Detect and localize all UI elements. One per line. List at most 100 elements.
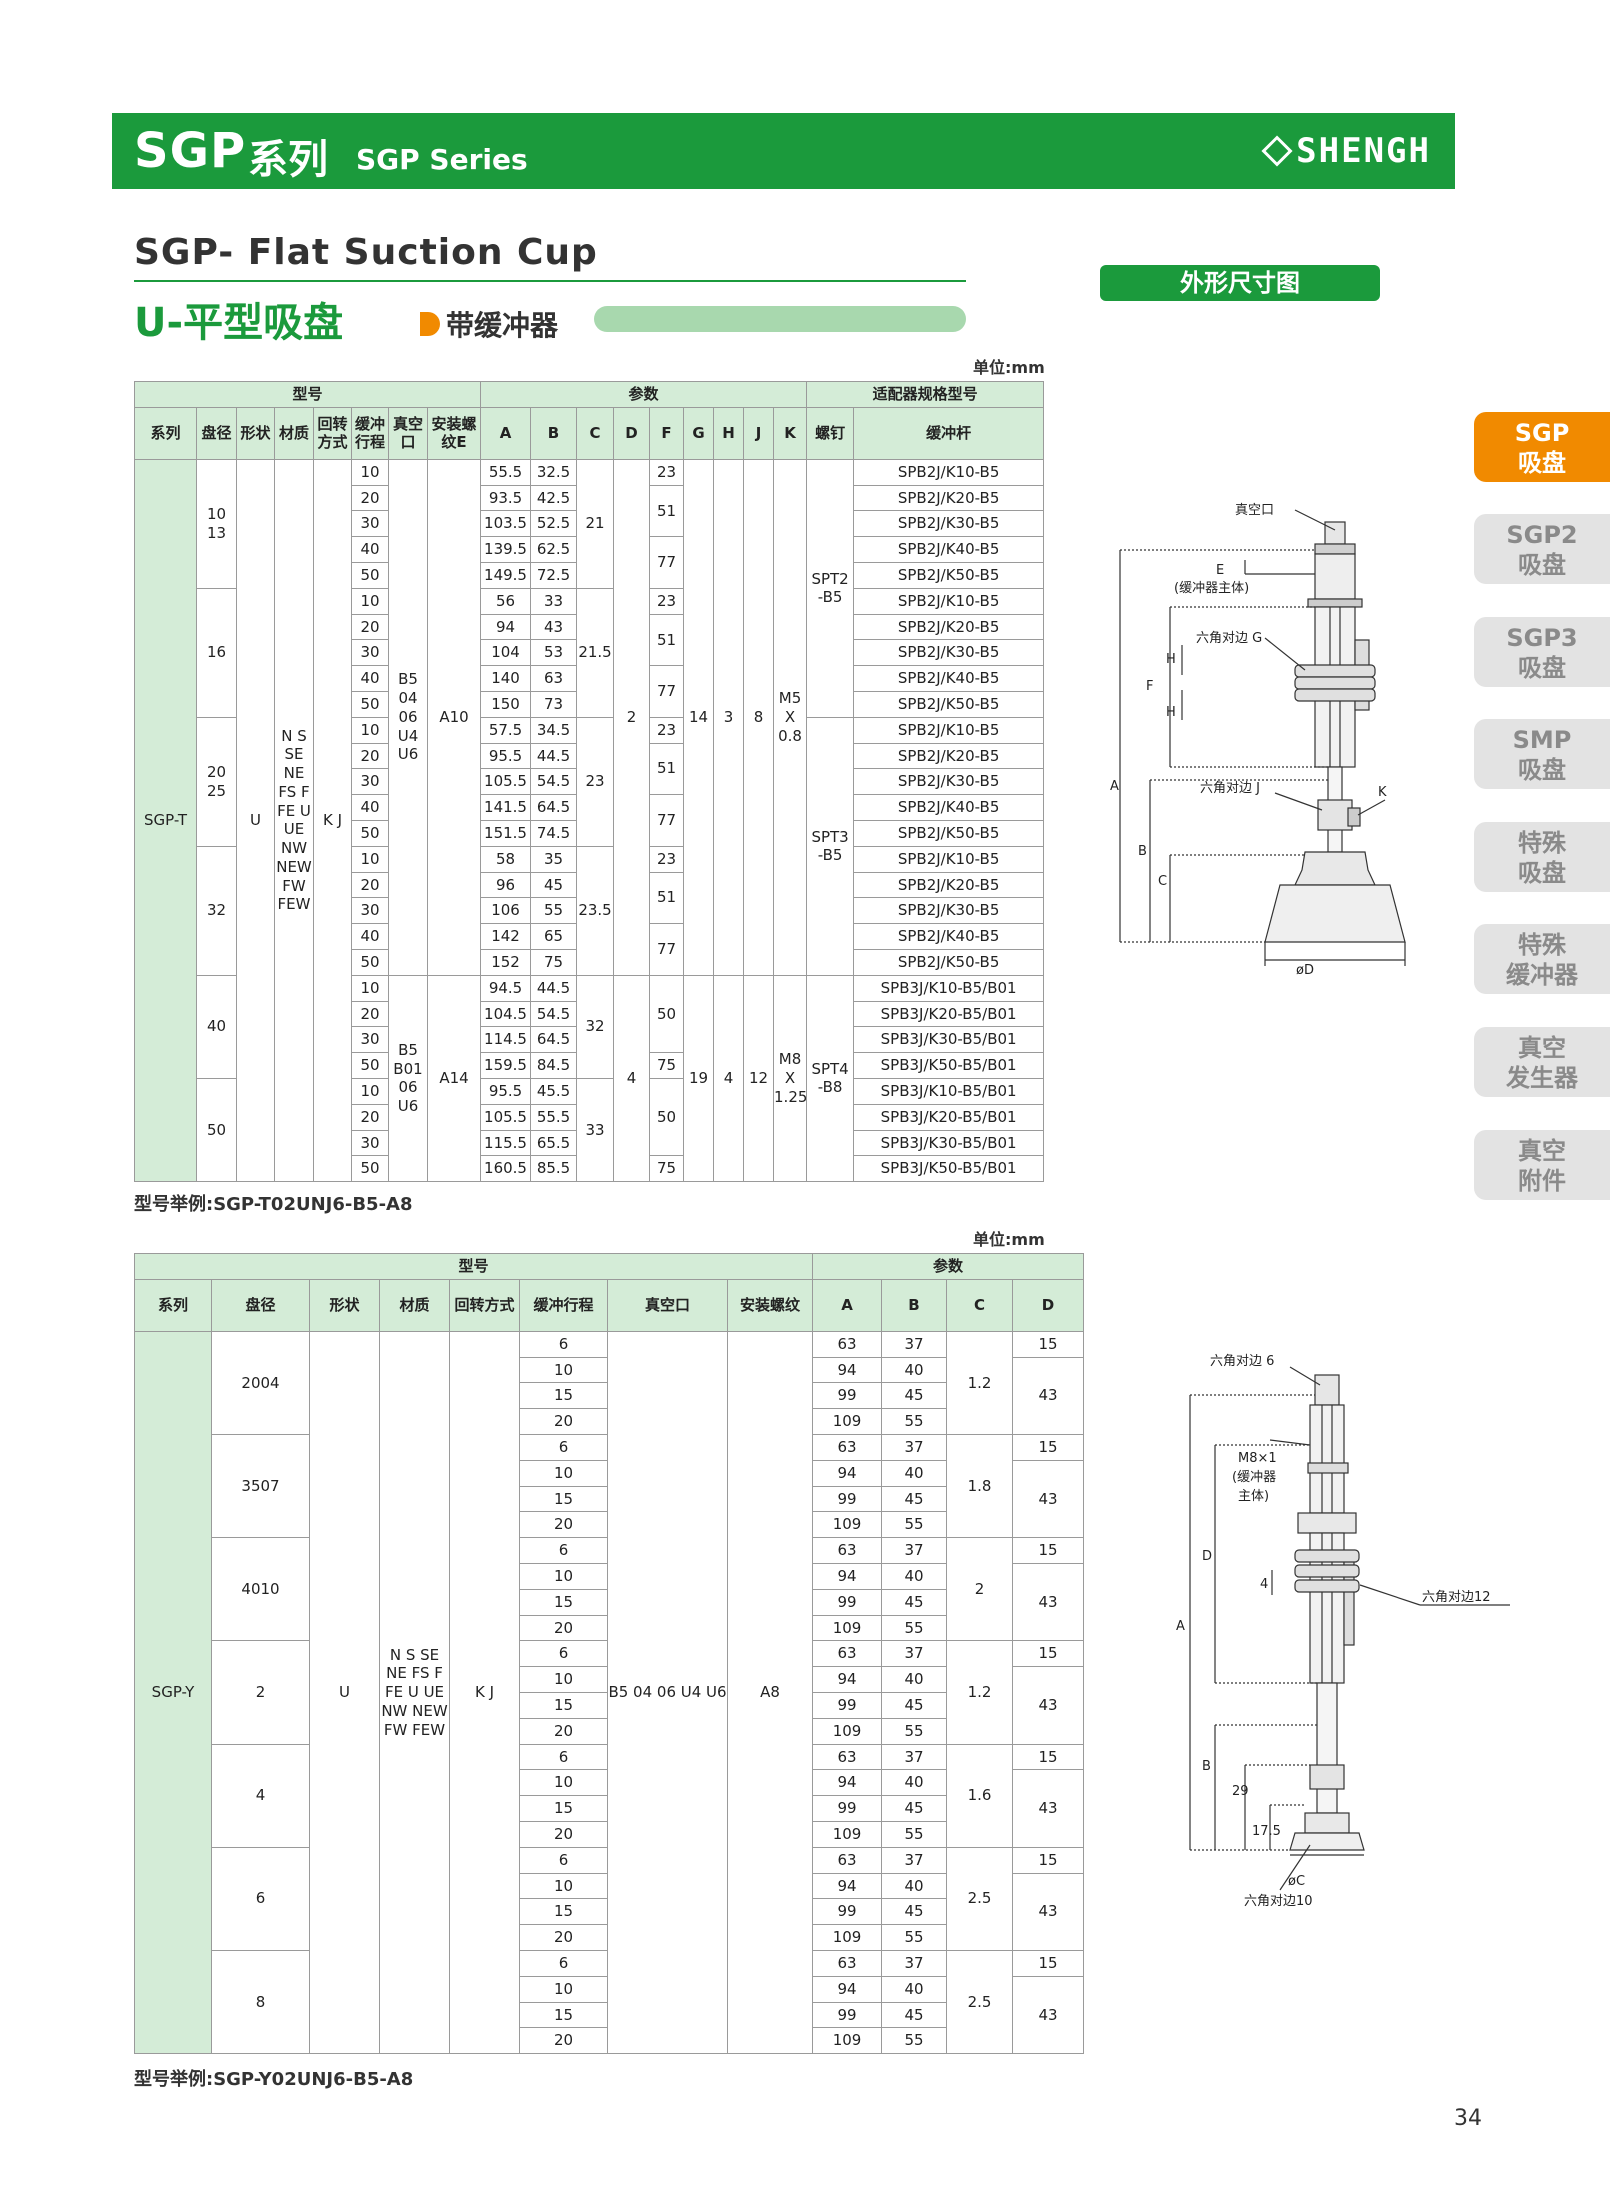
A-cell: 109 (812, 1717, 883, 1745)
B-cell: 65.5 (530, 1129, 578, 1157)
label-4: 4 (1260, 1577, 1268, 1592)
tab-vacuum-accessory[interactable]: 真空附件 (1474, 1130, 1610, 1200)
label-buffer-body: (缓冲器主体) (1174, 581, 1249, 596)
C-cell: 1.2 (946, 1640, 1014, 1745)
stroke-cell: 10 (519, 1872, 608, 1900)
A-cell: 142 (480, 923, 532, 950)
rod-cell: SPB2J/K40-B5 (853, 794, 1045, 821)
series-cell: SGP-T (134, 458, 197, 1183)
A-cell: 99 (812, 1691, 883, 1719)
stroke-cell: 40 (351, 923, 389, 950)
stroke-cell: 10 (351, 587, 389, 615)
shape-cell: U (309, 1330, 380, 2055)
tab-vacuum-generator[interactable]: 真空发生器 (1474, 1027, 1610, 1097)
label-H-top: H (1166, 652, 1176, 667)
rod-cell: SPB3J/K30-B5/B01 (853, 1129, 1045, 1157)
outline-dimension-tag: 外形尺寸图 (1100, 265, 1380, 301)
K-cell: M8 X 1.25 (773, 974, 808, 1183)
A-cell: 94 (812, 1975, 883, 2003)
A-cell: 63 (812, 1537, 883, 1564)
column-header: 螺钉 (806, 406, 855, 460)
tab-special-buffer[interactable]: 特殊缓冲器 (1474, 924, 1610, 994)
stroke-cell: 6 (519, 1743, 608, 1771)
column-header: J (743, 406, 775, 460)
column-header: 缓冲行程 (519, 1278, 608, 1332)
group-header-adapter: 适配器规格型号 (806, 381, 1045, 408)
B-cell: 45 (530, 871, 578, 899)
B-cell: 55 (530, 897, 578, 925)
page-number: 34 (1454, 2106, 1482, 2131)
stroke-cell: 30 (351, 510, 389, 538)
stroke-cell: 10 (351, 974, 389, 1002)
rod-cell: SPB3J/K20-B5/B01 (853, 1103, 1045, 1131)
unit-label-2: 单位:mm (973, 1230, 1045, 1249)
screw-cell: SPT4 -B8 (806, 974, 855, 1183)
stroke-cell: 20 (351, 742, 389, 770)
buffer-tag: 带缓冲器 (420, 304, 558, 344)
B-cell: 40 (881, 1356, 948, 1384)
C-cell: 21.5 (576, 587, 615, 718)
stroke-cell: 20 (519, 1820, 608, 1848)
rod-cell: SPB2J/K20-B5 (853, 613, 1045, 641)
B-cell: 64.5 (530, 1026, 578, 1054)
B-cell: 55 (881, 1820, 948, 1848)
stroke-cell: 20 (519, 2027, 608, 2055)
label-A: A (1110, 779, 1119, 794)
column-header: D (1012, 1278, 1085, 1332)
outline-drawing-1: 真空口 E (缓冲器主体) 六角对边 G 六角对边 J K H F H A B … (1110, 503, 1406, 978)
stroke-cell: 6 (519, 1949, 608, 1977)
tab-label: SGP2 (1506, 521, 1578, 549)
rod-cell: SPB2J/K50-B5 (853, 948, 1045, 976)
F-cell: 75 (649, 1052, 685, 1079)
thread-cell: A14 (426, 974, 482, 1183)
series-code: SGP (134, 123, 247, 179)
A-cell: 103.5 (480, 510, 532, 538)
dia-cell: 2 (211, 1640, 310, 1745)
A-cell: 63 (812, 1640, 883, 1668)
B-cell: 37 (881, 1433, 948, 1461)
label-vac-port: 真空口 (1235, 503, 1274, 518)
F-cell: 50 (649, 1077, 685, 1157)
A-cell: 109 (812, 1408, 883, 1435)
tab-special-cup[interactable]: 特殊吸盘 (1474, 822, 1610, 892)
A-cell: 140 (480, 665, 532, 692)
B-cell: 45.5 (530, 1077, 578, 1105)
A-cell: 96 (480, 871, 532, 899)
column-header: 材质 (379, 1278, 450, 1332)
B-cell: 45 (881, 2001, 948, 2029)
A-cell: 63 (812, 1743, 883, 1771)
dia-cell: 20 25 (196, 716, 237, 847)
tab-label: 吸盘 (1518, 654, 1566, 682)
series-en: SGP Series (356, 143, 528, 176)
stroke-cell: 30 (351, 768, 389, 796)
D-cell: 43 (1012, 1975, 1085, 2055)
tab-label: 特殊 (1518, 829, 1566, 857)
D-cell: 43 (1012, 1666, 1085, 1745)
D-cell: 43 (1012, 1872, 1085, 1951)
B-cell: 54.5 (530, 1000, 578, 1028)
A-cell: 94 (812, 1562, 883, 1590)
rod-cell: SPB2J/K10-B5 (853, 587, 1045, 615)
stroke-cell: 30 (351, 1129, 389, 1157)
A-cell: 151.5 (480, 819, 532, 847)
group-header-model: 型号 (133, 381, 482, 408)
F-cell: 51 (649, 484, 685, 538)
stroke-cell: 30 (351, 639, 389, 667)
D-cell: 15 (1012, 1743, 1085, 1771)
C-cell: 1.8 (946, 1433, 1014, 1539)
F-cell: 75 (649, 1155, 685, 1183)
vac-cell: B5 04 06 U4 U6 (607, 1330, 728, 2055)
stroke-cell: 6 (519, 1433, 608, 1461)
column-header: B (881, 1278, 948, 1332)
stroke-cell: 20 (351, 871, 389, 899)
A-cell: 109 (812, 2027, 883, 2055)
column-header: 真空口 (607, 1278, 728, 1332)
logo-diamond-icon (1261, 135, 1293, 167)
D-cell: 43 (1012, 1459, 1085, 1539)
material-cell: N S SE NE FS F FE U UE NW NEW FW FEW (274, 458, 314, 1183)
B-cell: 84.5 (530, 1052, 578, 1079)
